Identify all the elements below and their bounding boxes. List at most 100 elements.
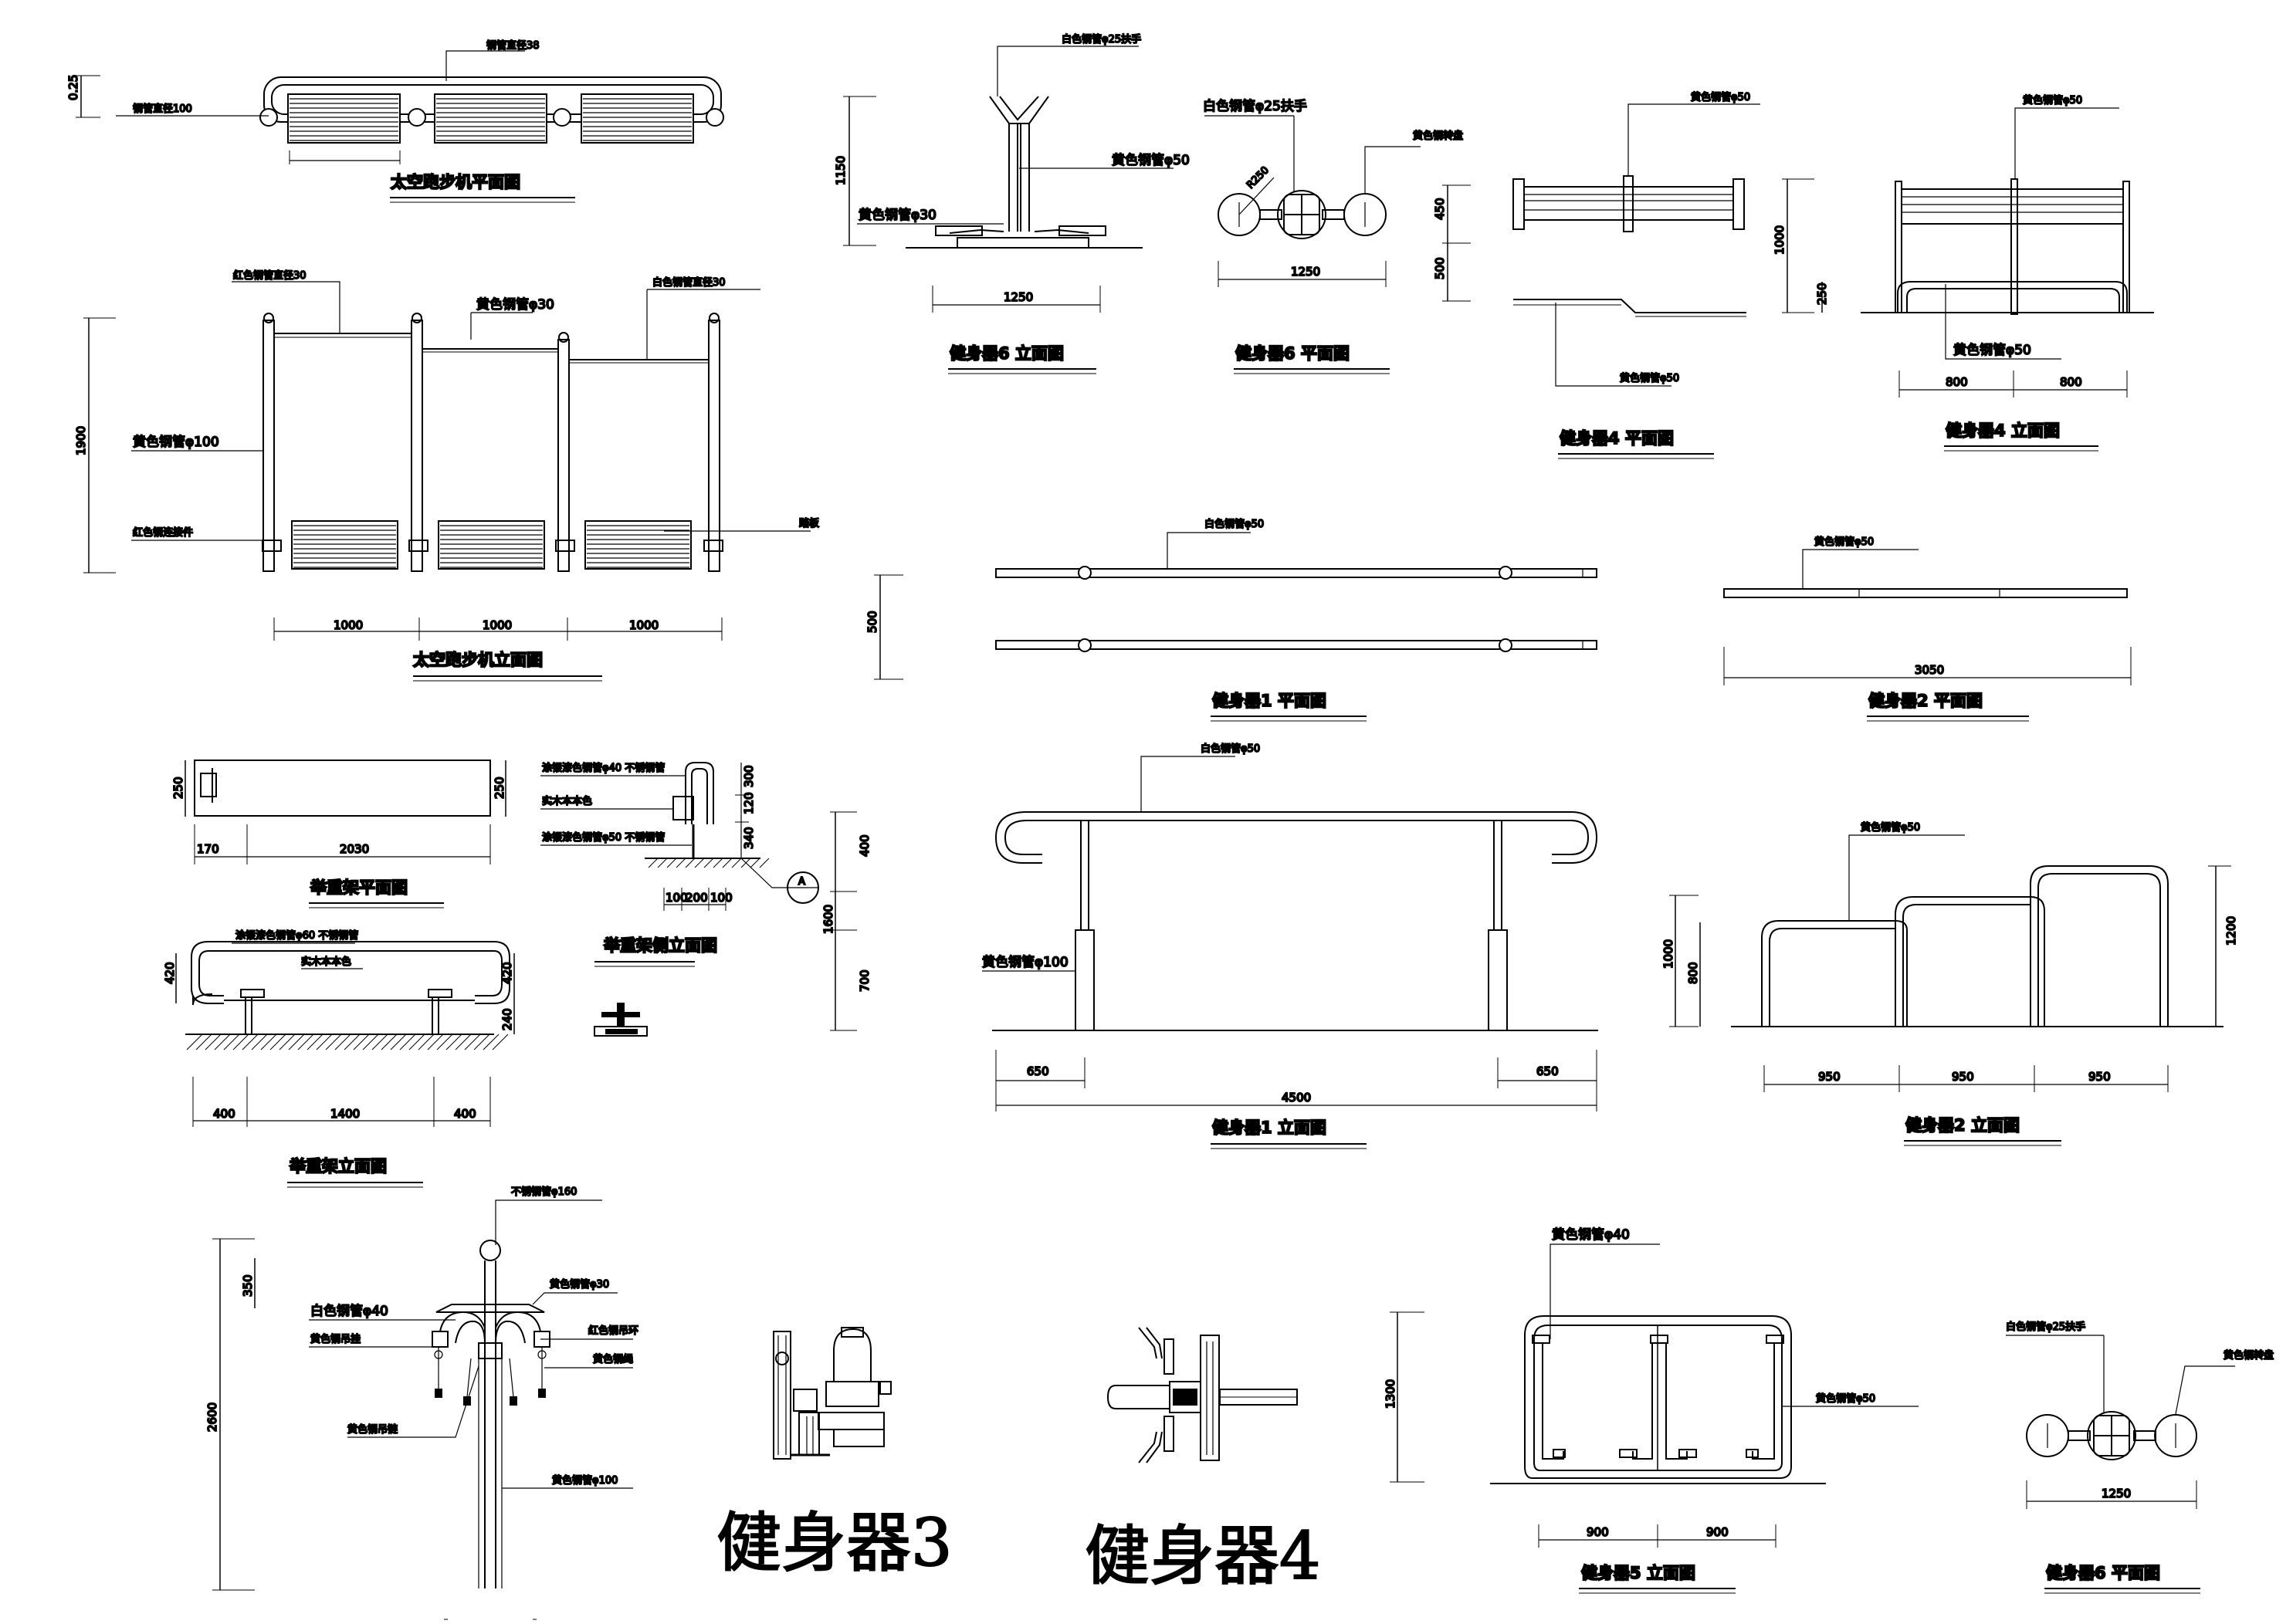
label-top: 黄色钢管φ50 bbox=[1691, 91, 1750, 103]
label-top: 白色钢管φ50 bbox=[1201, 743, 1260, 755]
label-yellow-cup: 黄色钢吊挂 bbox=[310, 1333, 361, 1345]
label-main-post: 黄色钢管φ100 bbox=[133, 435, 219, 450]
label-top: 黄色钢管φ50 bbox=[2023, 94, 2082, 107]
dim-3: 400 bbox=[454, 1107, 476, 1121]
dim-h: 1250 bbox=[2102, 1487, 2131, 1501]
dim-2: 900 bbox=[1706, 1525, 1729, 1539]
dim-v1: 400 bbox=[858, 834, 872, 857]
label-base: 黄色钢管φ30 bbox=[859, 208, 937, 223]
hatch-stroke bbox=[232, 1034, 249, 1051]
fit4-elevation: 1000 250 黄色钢管φ50 黄色钢管φ50 800 800 健身器4 立面… bbox=[1772, 93, 2154, 452]
hatch-stroke bbox=[316, 1034, 333, 1051]
weight-rack-side: 涂银漆色钢管φ40 不锈钢管 实木本本色 涂银漆色钢管φ50 不锈钢管 300 … bbox=[540, 761, 819, 1037]
hatch-stroke bbox=[362, 1034, 379, 1051]
label: 白色钢管φ50 bbox=[1204, 518, 1264, 530]
hatch-stroke bbox=[759, 858, 770, 868]
fit6-elevation: 1150 白色钢管φ25扶手 黄色钢管φ50 黄色钢管φ30 1250 健身器6… bbox=[833, 32, 1191, 374]
space-walker-elevation: 1900 红色钢管直径30 黄色钢管φ30 白色钢管直径30 黄色钢管φ100 bbox=[73, 269, 820, 682]
title-fit4-plan: 健身器4 平面图 bbox=[1560, 429, 1674, 448]
label-right: 黄色钢转盘 bbox=[2224, 1349, 2274, 1362]
fit6-plan-top: R250 白色钢管φ25扶手 黄色钢转盘 450 500 1250 健身器6 平… bbox=[1202, 98, 1471, 374]
dim-3: 1000 bbox=[629, 618, 659, 632]
big-label-fit3: 健身器3 bbox=[716, 1505, 952, 1581]
fit1-plan: 500 白色钢管φ50 健身器1 平面图 bbox=[865, 517, 1597, 722]
dim-v2: 700 bbox=[858, 969, 872, 992]
pedal-group bbox=[287, 93, 694, 144]
dim-v1: 1000 bbox=[1773, 225, 1787, 255]
dim-2: 800 bbox=[2060, 375, 2082, 389]
dim-v-right: 420 bbox=[500, 962, 514, 984]
dim-2: 2030 bbox=[340, 842, 369, 856]
dim-2: 1000 bbox=[483, 618, 512, 632]
title-weight-side: 举重架侧立面图 bbox=[603, 936, 717, 955]
space-walker-plan: 0.25 钢管直径100 钢管直径38 太空跑步机平面图 bbox=[66, 39, 724, 203]
hatch-stroke bbox=[279, 1034, 296, 1051]
dim-v1: 1000 bbox=[1661, 939, 1675, 969]
dim-v-right: 250 bbox=[493, 776, 506, 799]
label-top: 不锈钢管φ160 bbox=[511, 1186, 577, 1198]
dim-v1: 350 bbox=[241, 1274, 255, 1297]
hatch-stroke bbox=[399, 1034, 416, 1051]
hatch-stroke bbox=[483, 1034, 500, 1051]
dim-h: 3050 bbox=[1915, 663, 1944, 677]
hatch-stroke bbox=[418, 1034, 435, 1051]
label-left: 白色钢管φ25扶手 bbox=[2006, 1321, 2085, 1333]
hatch-stroke bbox=[445, 1034, 462, 1051]
dim-h1: 100 bbox=[666, 891, 688, 905]
fit1-elevation: 400 700 1600 白色钢管φ50 黄色钢管φ100 650 650 45… bbox=[821, 742, 1598, 1149]
fit2-elevation: 1000 800 黄色钢管φ50 1200 950 950 950 健身器2 立… bbox=[1661, 820, 2239, 1146]
dim-v2: 500 bbox=[1433, 257, 1447, 279]
label-yellow-chain: 黄色钢吊链 bbox=[347, 1423, 398, 1436]
title-fit6-plan-bottom: 健身器6 平面图 bbox=[2046, 1564, 2160, 1582]
hatch-stroke bbox=[492, 1034, 509, 1051]
dim-v1: 450 bbox=[1433, 198, 1447, 220]
hatch-stroke bbox=[694, 858, 705, 868]
fit4-side-view bbox=[1106, 1327, 1298, 1463]
title-space-walker-plan: 太空跑步机平面图 bbox=[391, 173, 520, 191]
dim-h2: 200 bbox=[686, 891, 708, 905]
dim-vertical: 1150 bbox=[834, 156, 848, 185]
fit2-plan: 黄色钢管φ50 3050 健身器2 平面图 bbox=[1723, 535, 2132, 722]
label-red: 红色钢吊环 bbox=[588, 1325, 638, 1337]
dim-vertical: 1900 bbox=[74, 426, 88, 455]
hatch-stroke bbox=[251, 1034, 268, 1051]
dim-v2: 120 bbox=[742, 792, 756, 814]
hatch-stroke bbox=[371, 1034, 388, 1051]
label-yellow: 黄色钢管φ30 bbox=[476, 297, 554, 313]
label-pipe-top: 钢管直径38 bbox=[486, 40, 540, 52]
dim-v3: 340 bbox=[742, 827, 756, 849]
hatch-stroke bbox=[390, 1034, 407, 1051]
label: 黄色钢管φ50 bbox=[1814, 536, 1874, 548]
dim-2: 950 bbox=[1952, 1070, 1974, 1084]
dim-v-left: 420 bbox=[163, 962, 177, 984]
dim-1: 800 bbox=[1946, 375, 1968, 389]
hatch-stroke bbox=[195, 1034, 212, 1051]
fit4-plan: 黄色钢管φ50 黄色钢管φ50 健身器4 平面图 bbox=[1512, 90, 1760, 459]
hatch-stroke bbox=[242, 1034, 259, 1051]
dim-v3: 1600 bbox=[821, 905, 835, 934]
label-top: 黄色钢管φ40 bbox=[1552, 1227, 1630, 1243]
hatch-stroke bbox=[436, 1034, 453, 1051]
label-left: 白色钢管φ25扶手 bbox=[1203, 99, 1307, 114]
hatch-stroke bbox=[455, 1034, 472, 1051]
label-post: 黄色钢管φ100 bbox=[552, 1474, 618, 1487]
label-1: 涂银漆色钢管φ40 不锈钢管 bbox=[542, 762, 665, 774]
dim-1: 170 bbox=[197, 842, 219, 856]
dim-2: 650 bbox=[1536, 1064, 1559, 1078]
label-3: 涂银漆色钢管φ50 不锈钢管 bbox=[542, 831, 665, 844]
title-weight-plan: 举重架平面图 bbox=[310, 878, 408, 897]
label-bottom: 黄色钢管φ50 bbox=[1953, 343, 2031, 358]
label-pipe-left: 钢管直径100 bbox=[133, 103, 192, 115]
dim-v1: 300 bbox=[742, 765, 756, 787]
hatch-stroke bbox=[685, 858, 696, 868]
dim-v2: 2600 bbox=[205, 1402, 219, 1432]
hatch-stroke bbox=[269, 1034, 286, 1051]
hatch-stroke bbox=[666, 858, 677, 868]
hatch-stroke bbox=[427, 1034, 444, 1051]
dim-v2: 250 bbox=[1815, 283, 1829, 305]
dim-v-left: 250 bbox=[171, 776, 185, 799]
hatch-stroke bbox=[381, 1034, 398, 1051]
dim-h3: 100 bbox=[710, 891, 733, 905]
hatch-stroke bbox=[464, 1034, 481, 1051]
hatch-stroke bbox=[750, 858, 760, 868]
